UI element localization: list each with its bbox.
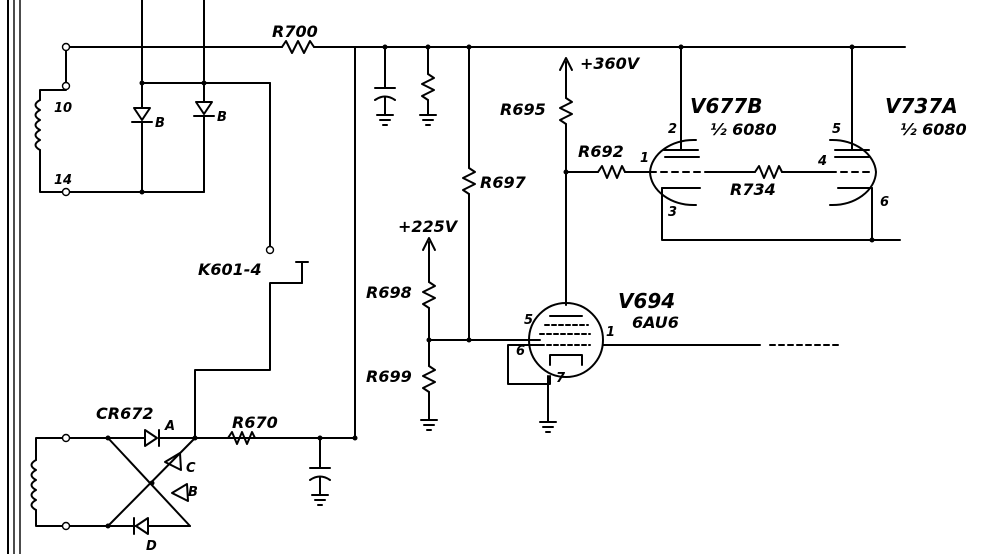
v677b-pin-cath: 3 bbox=[668, 205, 677, 220]
diode-d-label: D bbox=[146, 539, 157, 554]
v737a-pin-plate: 5 bbox=[832, 122, 841, 137]
r699-label: R699 bbox=[366, 367, 412, 386]
tube-v677b bbox=[649, 46, 901, 241]
r692-resistor bbox=[565, 165, 651, 179]
diode-c-label: C bbox=[186, 461, 196, 476]
bridge-rectifier bbox=[30, 429, 356, 535]
r692-label: R692 bbox=[578, 142, 624, 161]
r697-label: R697 bbox=[480, 173, 527, 192]
pin10-label: 10 bbox=[54, 101, 72, 116]
bleeder-resistor bbox=[419, 46, 437, 126]
v677b-label: V677B bbox=[690, 94, 762, 118]
diode-b-label: B bbox=[188, 485, 198, 500]
v737a-pin-grid: 4 bbox=[817, 154, 827, 169]
plus225-label: +225V bbox=[398, 217, 459, 236]
v694-label: V694 bbox=[618, 289, 675, 313]
relay-contact-k601 bbox=[194, 261, 309, 439]
v694-pin-g1: 1 bbox=[606, 325, 615, 340]
zener1-label: B bbox=[155, 116, 165, 131]
v677b-pin-grid: 1 bbox=[640, 151, 649, 166]
v677b-type-label: ½ 6080 bbox=[710, 120, 777, 139]
r698-label: R698 bbox=[366, 283, 412, 302]
v694-type-label: 6AU6 bbox=[632, 313, 679, 332]
v737a-label: V737A bbox=[885, 94, 958, 118]
zener2-label: B bbox=[217, 110, 227, 125]
v737a-type-label: ½ 6080 bbox=[900, 120, 967, 139]
filter-capacitor bbox=[374, 46, 396, 126]
tube-v737a bbox=[829, 46, 877, 243]
plus225-divider bbox=[420, 237, 541, 431]
sheet-border bbox=[7, 0, 21, 554]
r697-resistor bbox=[462, 46, 476, 341]
pin14-label: 14 bbox=[54, 173, 72, 188]
r734-label: R734 bbox=[730, 180, 776, 199]
v694-pin-cath: 7 bbox=[556, 371, 566, 386]
r670-label: R670 bbox=[232, 413, 278, 432]
plus360-supply bbox=[559, 57, 573, 306]
r700-label: R700 bbox=[272, 22, 318, 41]
diode-a-label: A bbox=[164, 419, 175, 434]
top-bus bbox=[61, 40, 906, 54]
cr672-label: CR672 bbox=[96, 404, 153, 423]
v737a-pin-cath: 6 bbox=[880, 195, 889, 210]
tube-v694 bbox=[507, 302, 841, 433]
v694-pin-g3: 6 bbox=[516, 344, 525, 359]
r695-label: R695 bbox=[500, 100, 546, 119]
upper-coil-circuit bbox=[34, 50, 275, 255]
k601-label: K601-4 bbox=[198, 260, 262, 279]
v677b-pin-plate: 2 bbox=[668, 122, 677, 137]
v694-pin-plate: 5 bbox=[524, 313, 533, 328]
plus360-label: +360V bbox=[580, 54, 641, 73]
r734-resistor bbox=[704, 165, 831, 179]
